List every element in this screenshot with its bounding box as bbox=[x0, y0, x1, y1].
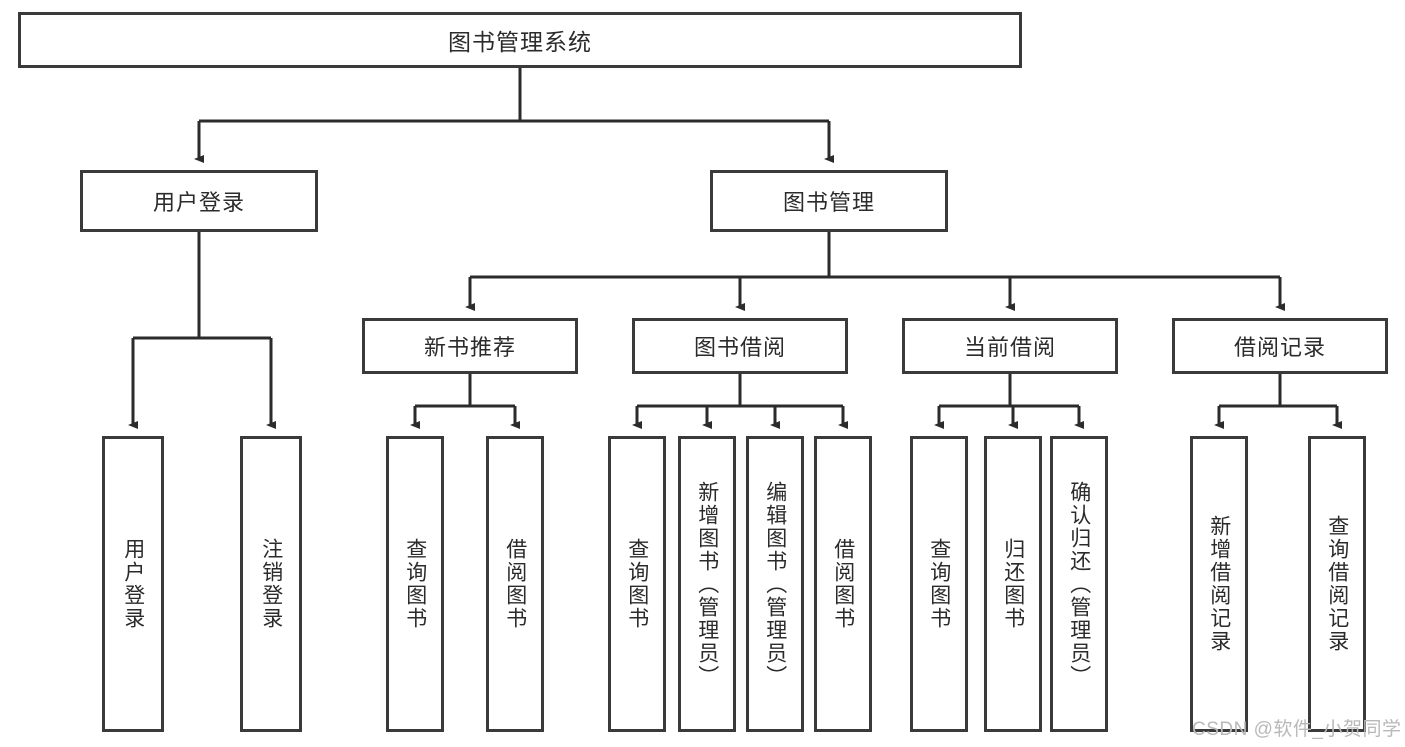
node-label: 用户登录 bbox=[121, 538, 145, 630]
node-book-borrow[interactable]: 图书借阅 bbox=[632, 318, 848, 374]
node-leaf-query-record[interactable]: 查询借阅记录 bbox=[1308, 436, 1366, 732]
node-label: 归还图书 bbox=[1001, 538, 1025, 630]
node-leaf-edit-book[interactable]: 编辑图书（管理员） bbox=[746, 436, 804, 732]
watermark-text: CSDN @软件_小贺同学 bbox=[1192, 719, 1402, 740]
node-leaf-add-record[interactable]: 新增借阅记录 bbox=[1190, 436, 1248, 732]
node-label: 借阅图书 bbox=[503, 538, 527, 630]
node-label: 当前借阅 bbox=[963, 335, 1056, 360]
node-label: 借阅图书 bbox=[831, 538, 855, 630]
node-leaf-user-login[interactable]: 用户登录 bbox=[102, 436, 164, 732]
node-new-book-rec[interactable]: 新书推荐 bbox=[362, 318, 578, 374]
node-label: 查询借阅记录 bbox=[1325, 515, 1349, 653]
node-leaf-logout[interactable]: 注销登录 bbox=[240, 436, 302, 732]
node-label: 图书借阅 bbox=[693, 335, 786, 360]
node-leaf-confirm-return[interactable]: 确认归还（管理员） bbox=[1050, 436, 1108, 732]
node-label: 新增图书（管理员） bbox=[695, 480, 719, 688]
node-label: 确认归还（管理员） bbox=[1067, 480, 1091, 688]
node-leaf-return-book[interactable]: 归还图书 bbox=[984, 436, 1042, 732]
node-label: 新增借阅记录 bbox=[1207, 515, 1231, 653]
node-label: 查询图书 bbox=[403, 538, 427, 630]
node-borrow-record[interactable]: 借阅记录 bbox=[1172, 318, 1388, 374]
node-leaf-query-book-3[interactable]: 查询图书 bbox=[910, 436, 968, 732]
node-label: 新书推荐 bbox=[423, 335, 516, 360]
node-book-manage[interactable]: 图书管理 bbox=[710, 170, 948, 232]
node-label: 借阅记录 bbox=[1233, 335, 1326, 360]
node-leaf-borrow-book-2[interactable]: 借阅图书 bbox=[814, 436, 872, 732]
node-label: 注销登录 bbox=[259, 538, 283, 630]
node-label: 查询图书 bbox=[927, 538, 951, 630]
node-leaf-query-book-2[interactable]: 查询图书 bbox=[608, 436, 666, 732]
node-leaf-query-book-1[interactable]: 查询图书 bbox=[386, 436, 444, 732]
node-leaf-borrow-book-1[interactable]: 借阅图书 bbox=[486, 436, 544, 732]
node-user-login[interactable]: 用户登录 bbox=[80, 170, 318, 232]
node-root-图书管理系统[interactable]: 图书管理系统 bbox=[18, 12, 1022, 68]
node-label: 编辑图书（管理员） bbox=[763, 480, 787, 688]
node-label: 查询图书 bbox=[625, 538, 649, 630]
node-label: 图书管理 bbox=[782, 190, 875, 215]
node-current-borrow[interactable]: 当前借阅 bbox=[902, 318, 1118, 374]
node-label: 用户登录 bbox=[152, 190, 245, 215]
node-leaf-add-book[interactable]: 新增图书（管理员） bbox=[678, 436, 736, 732]
node-label: 图书管理系统 bbox=[448, 29, 592, 55]
